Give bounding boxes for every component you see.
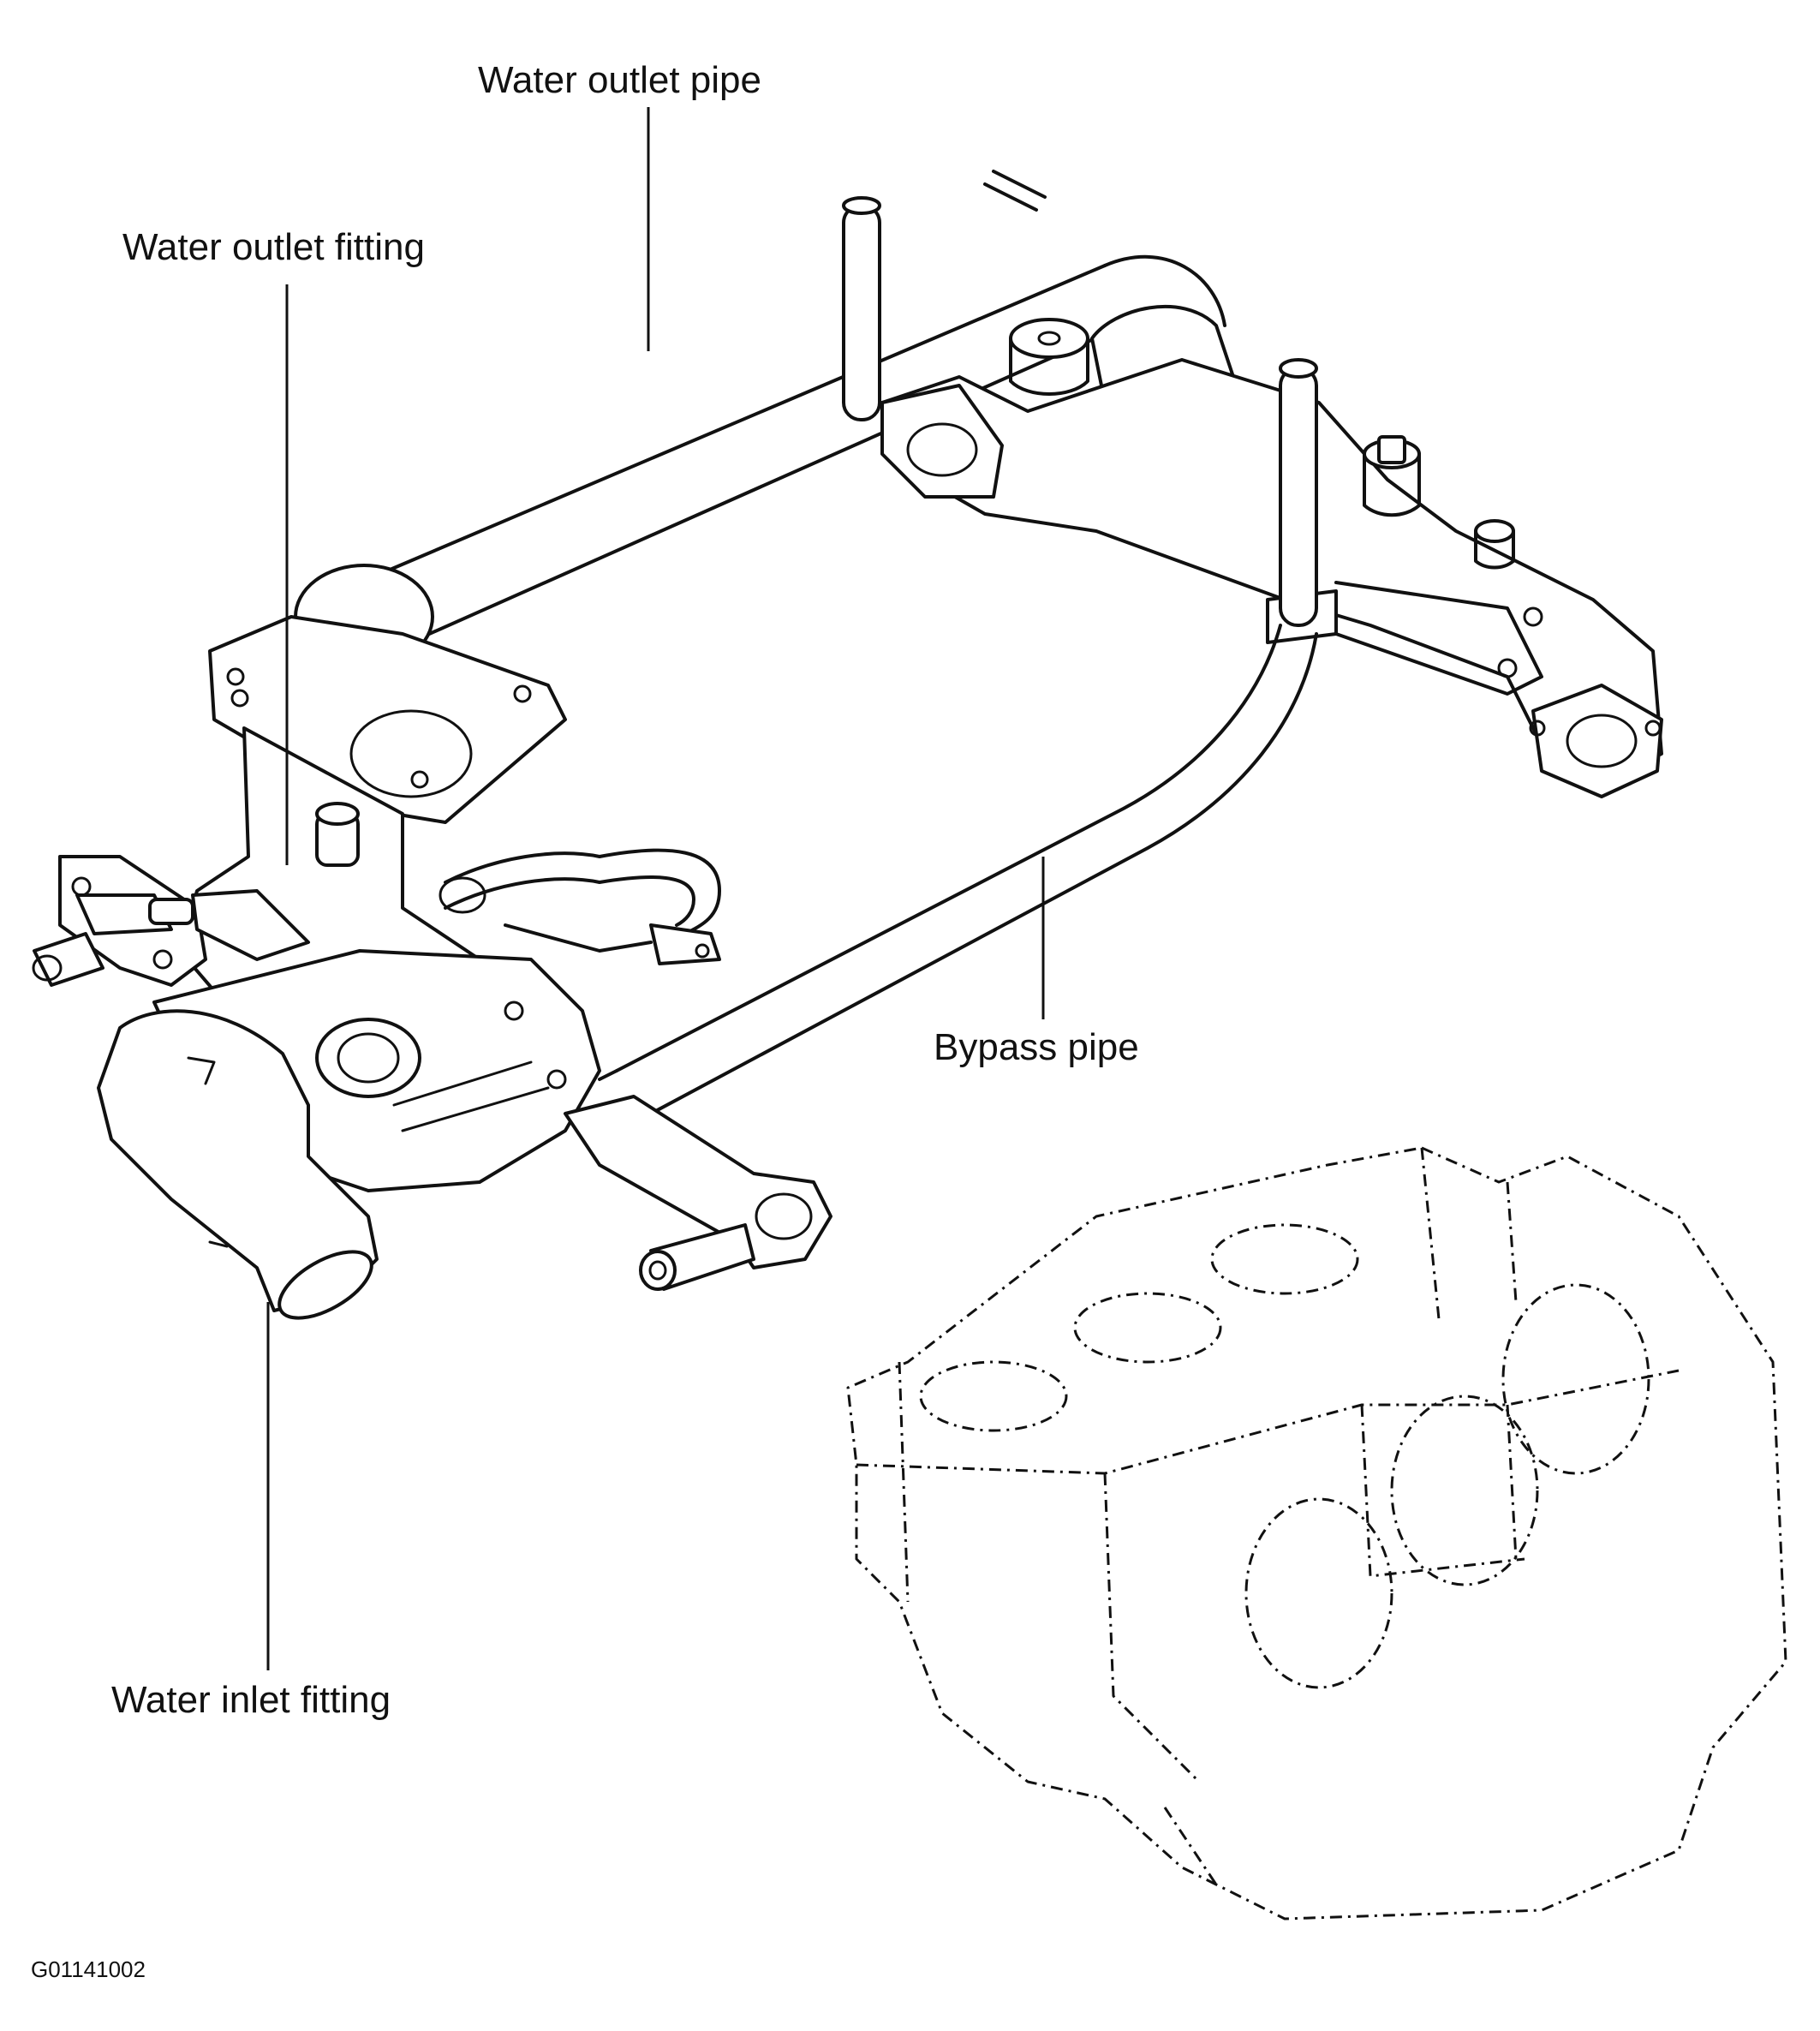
label-water-inlet-fitting: Water inlet fitting [111,1679,391,1721]
thermostat-housing [32,855,310,987]
sensor-hose [439,848,721,965]
rear-bracket-assembly [880,318,1663,798]
label-bypass-pipe: Bypass pipe [934,1026,1139,1068]
front-bypass-tube [564,1095,832,1291]
label-water-outlet-fitting: Water outlet fitting [122,226,425,268]
label-water-outlet-pipe: Water outlet pipe [478,59,761,101]
water-inlet-fitting [97,1009,379,1320]
engine-block [846,1146,1787,1920]
figure-id: G01141002 [31,1956,146,1982]
